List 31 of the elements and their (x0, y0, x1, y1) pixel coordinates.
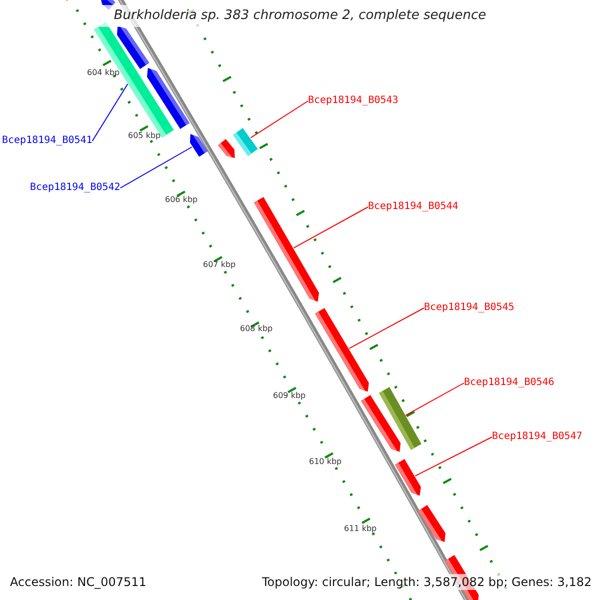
scale-label: 611 kbp (344, 524, 377, 534)
leader-line (250, 100, 308, 138)
scale-label: 610 kbp (309, 457, 342, 467)
scale-label: 609 kbp (273, 391, 306, 401)
gene-label: Bcep18194_B0546 (464, 377, 554, 389)
leader-line (414, 436, 492, 476)
gene-label: Bcep18194_B0547 (492, 431, 582, 443)
gene-block (190, 134, 208, 157)
scale-label: 608 kbp (240, 324, 273, 334)
gene-block (218, 138, 235, 158)
gene-label: Bcep18194_B0545 (424, 302, 514, 314)
scale-label: 607 kbp (203, 260, 236, 270)
gene-label: Bcep18194_B0544 (368, 201, 458, 213)
scale-label: 605 kbp (128, 131, 161, 141)
leader-line (405, 382, 464, 416)
footer-text: Accession: NC_007511 (8, 574, 148, 590)
scale-label: 606 kbp (165, 195, 198, 205)
gene-block (233, 128, 258, 156)
gene-label: Bcep18194_B0541 (2, 135, 92, 147)
gene-block (315, 308, 370, 392)
leader-line (120, 146, 192, 188)
gene-block (378, 387, 422, 450)
gene-label: Bcep18194_B0542 (30, 182, 120, 194)
gene-block (418, 505, 446, 542)
gene-block (395, 459, 422, 496)
gene-label: Bcep18194_B0543 (308, 95, 398, 107)
scale-label: 604 kbp (87, 68, 120, 78)
gene-block (254, 197, 320, 302)
leader-line (348, 308, 424, 349)
leader-line (92, 84, 128, 142)
leader-line (293, 206, 368, 248)
